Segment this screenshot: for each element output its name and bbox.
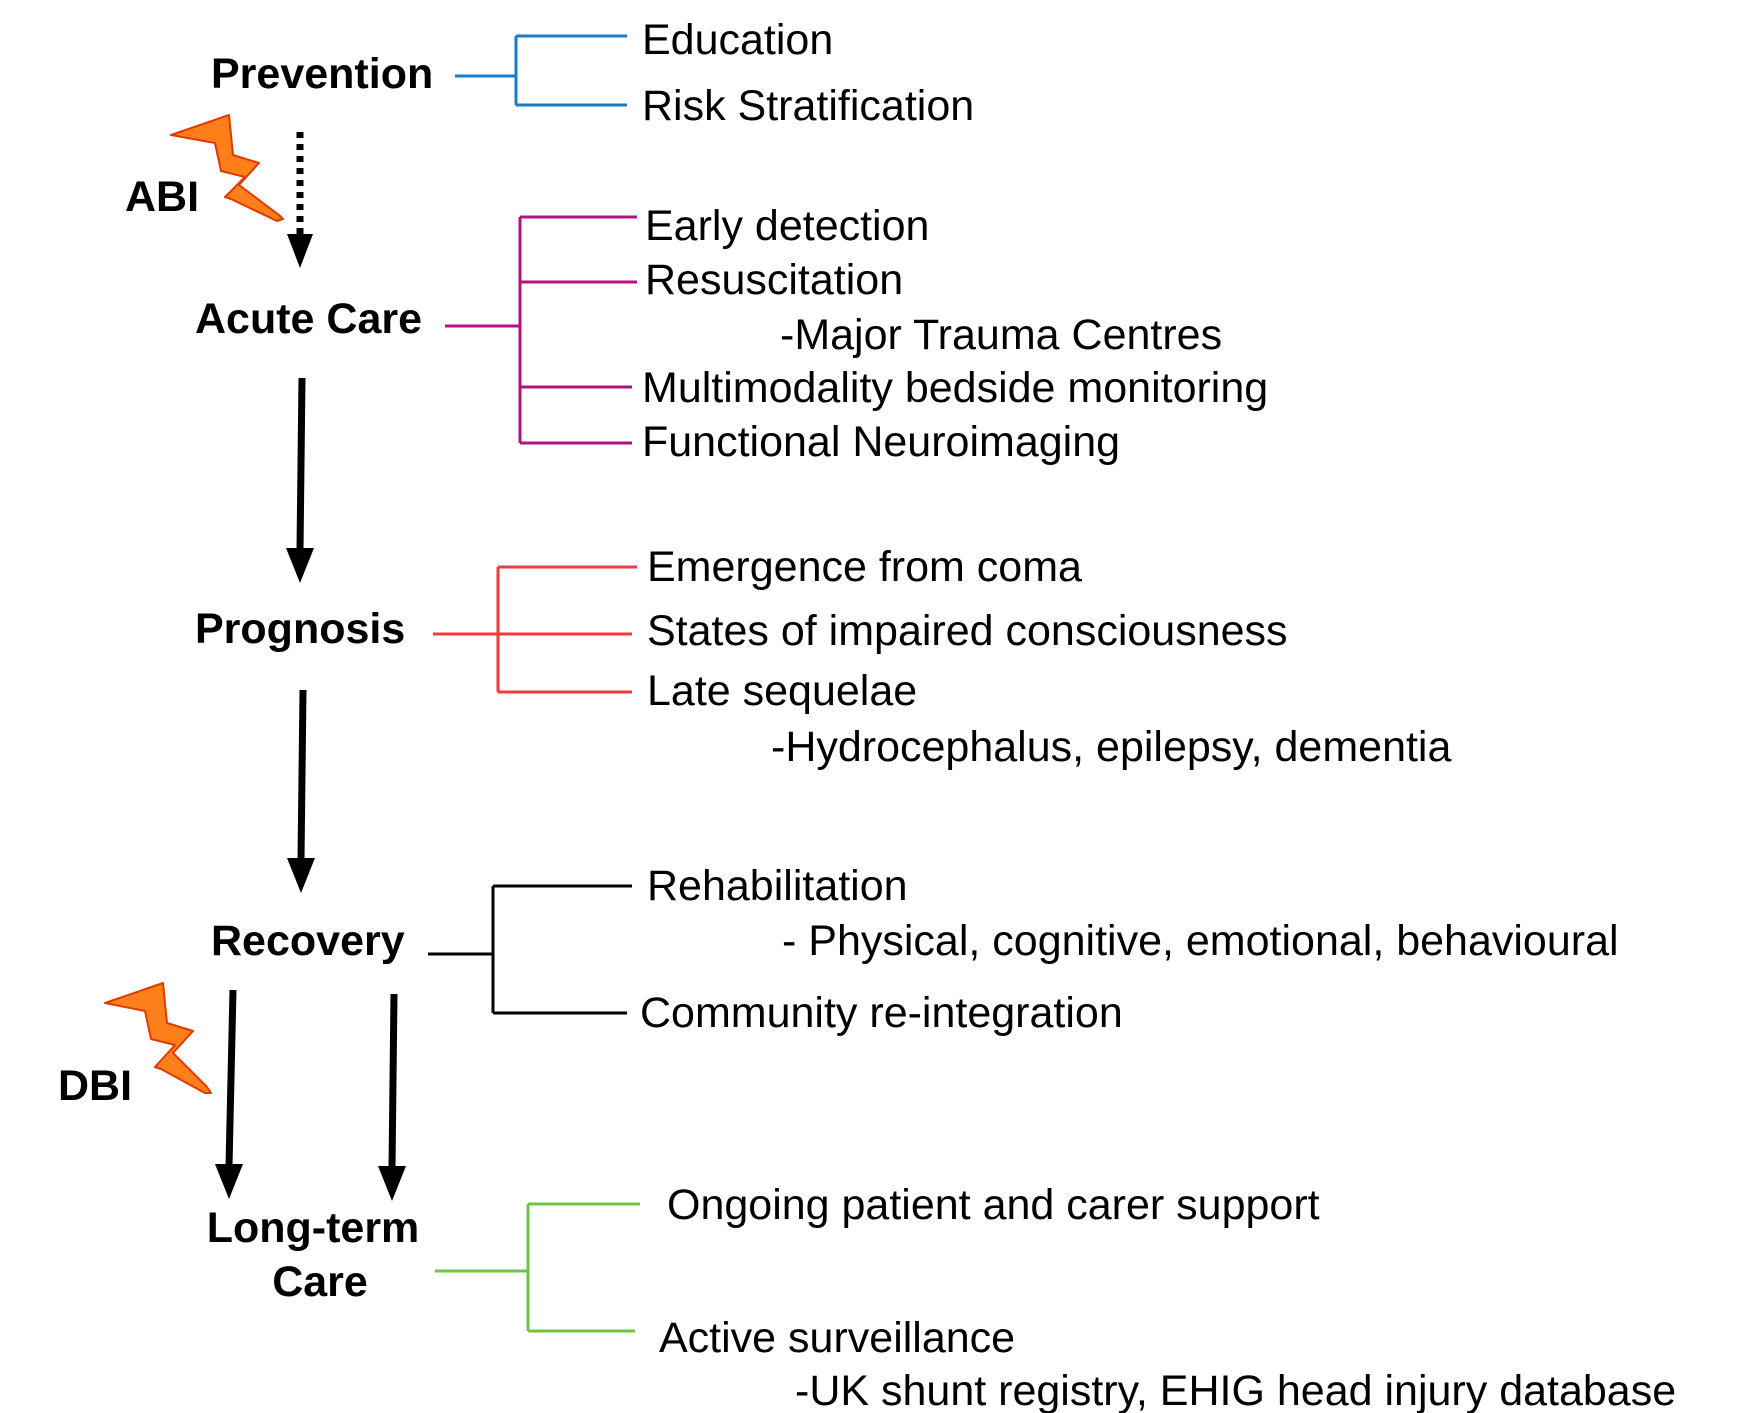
item-emergence-from-coma: Emergence from coma	[647, 543, 1082, 591]
lightning-icon	[170, 114, 284, 222]
event-dbi-label: DBI	[58, 1062, 132, 1110]
lightning-icon	[104, 982, 212, 1094]
item-functional-neuroimaging: Functional Neuroimaging	[642, 418, 1120, 466]
item-education: Education	[642, 16, 833, 64]
stage-long-term-care-line2: Care	[272, 1258, 368, 1306]
stage-prevention: Prevention	[211, 50, 433, 98]
item-resuscitation: Resuscitation	[645, 256, 903, 304]
bracket-prognosis	[433, 565, 637, 694]
item-major-trauma-centres: -Major Trauma Centres	[780, 311, 1222, 359]
stage-recovery: Recovery	[211, 917, 405, 965]
item-multimodality-monitoring: Multimodality bedside monitoring	[642, 364, 1268, 412]
arrow-recovery-to-longterm-left	[215, 989, 243, 1199]
item-impaired-consciousness: States of impaired consciousness	[647, 607, 1288, 655]
stage-prognosis: Prognosis	[195, 605, 405, 653]
stage-acute-care: Acute Care	[195, 295, 422, 343]
item-active-surveillance: Active surveillance	[659, 1314, 1015, 1362]
arrow-recovery-to-longterm-right	[378, 993, 406, 1201]
bracket-recovery	[428, 884, 632, 1015]
stage-long-term-care-line1: Long-term	[207, 1204, 420, 1252]
item-early-detection: Early detection	[645, 202, 929, 250]
event-abi-label: ABI	[125, 173, 199, 221]
arrow-prevention-to-acute	[287, 132, 313, 268]
bracket-long-term-care	[435, 1202, 640, 1333]
item-rehabilitation: Rehabilitation	[647, 862, 908, 910]
item-late-sequelae: Late sequelae	[647, 667, 917, 715]
item-community-reintegration: Community re-integration	[640, 989, 1123, 1037]
bracket-prevention	[455, 34, 627, 107]
item-risk-stratification: Risk Stratification	[642, 82, 974, 130]
item-registries: -UK shunt registry, EHIG head injury dat…	[795, 1367, 1676, 1413]
item-rehab-domains: - Physical, cognitive, emotional, behavi…	[782, 917, 1619, 965]
bracket-acute-care	[445, 215, 637, 445]
item-hydrocephalus: -Hydrocephalus, epilepsy, dementia	[771, 723, 1451, 771]
arrow-prognosis-to-recovery	[287, 689, 315, 893]
arrow-acute-to-prognosis	[286, 377, 314, 583]
item-ongoing-support: Ongoing patient and carer support	[667, 1181, 1320, 1229]
